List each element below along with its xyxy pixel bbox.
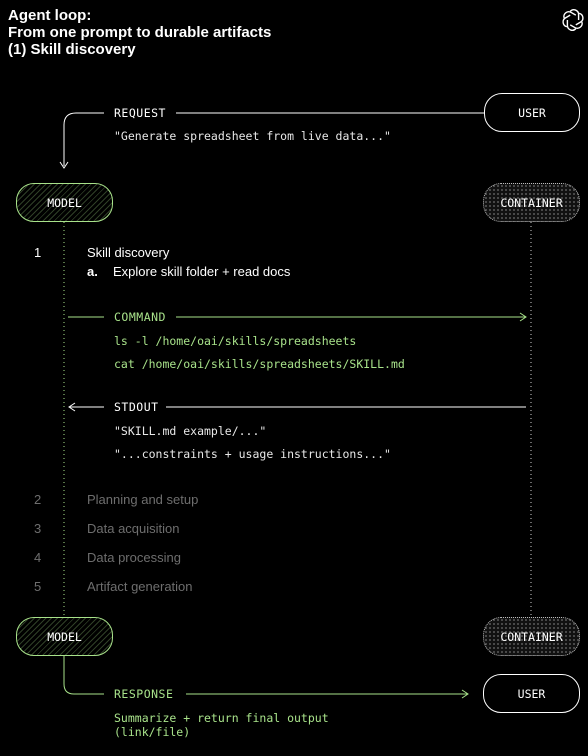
step-4-title: Data processing	[87, 550, 181, 565]
stdout-line-2: "...constraints + usage instructions..."	[114, 447, 391, 461]
openai-logo-icon	[562, 9, 584, 31]
model-node-top: MODEL	[16, 183, 113, 222]
response-connector	[63, 656, 104, 695]
stdout-arrow-head	[68, 402, 76, 412]
step-4-number: 4	[34, 550, 42, 565]
container-node-top-label: CONTAINER	[500, 195, 563, 210]
command-line-2: cat /home/oai/skills/spreadsheets/SKILL.…	[114, 357, 405, 371]
stdout-label: STDOUT	[114, 400, 159, 414]
step-2-title: Planning and setup	[87, 492, 199, 507]
user-node-top: USER	[484, 93, 580, 132]
command-label: COMMAND	[114, 310, 166, 324]
container-node-top: CONTAINER	[483, 183, 580, 222]
container-node-bottom: CONTAINER	[483, 617, 580, 656]
step-5-title: Artifact generation	[87, 579, 193, 594]
user-node-top-label: USER	[518, 105, 546, 120]
request-connector	[63, 112, 104, 166]
container-node-bottom-label: CONTAINER	[500, 629, 563, 644]
step-5-number: 5	[34, 579, 42, 594]
step-1a-text: Explore skill folder + read docs	[113, 264, 291, 279]
command-line-1: ls -l /home/oai/skills/spreadsheets	[114, 334, 357, 348]
step-2-number: 2	[34, 492, 42, 507]
step-1-title: Skill discovery	[87, 245, 170, 260]
title-line-1: Agent loop:	[8, 7, 92, 24]
request-text: "Generate spreadsheet from live data..."	[114, 129, 391, 143]
response-arrow-head	[461, 689, 469, 699]
step-3-number: 3	[34, 521, 42, 536]
diagram-title: Agent loop: From one prompt to durable a…	[8, 7, 271, 58]
title-line-3: (1) Skill discovery	[8, 41, 136, 58]
request-arrow-head	[59, 161, 69, 169]
command-arrow-head	[519, 312, 527, 322]
model-node-bottom: MODEL	[16, 617, 113, 656]
model-node-top-label: MODEL	[47, 195, 82, 210]
response-text-line-2: (link/file)	[114, 725, 191, 739]
title-line-2: From one prompt to durable artifacts	[8, 24, 272, 41]
model-node-bottom-label: MODEL	[47, 629, 82, 644]
stdout-line-1: "SKILL.md example/..."	[114, 424, 267, 438]
step-1a-letter: a.	[87, 264, 98, 279]
response-label: RESPONSE	[114, 687, 174, 701]
response-text-line-1: Summarize + return final output	[114, 711, 329, 725]
step-3-title: Data acquisition	[87, 521, 180, 536]
step-1-number: 1	[34, 245, 42, 260]
request-label: REQUEST	[114, 106, 166, 120]
user-node-bottom-label: USER	[517, 686, 546, 701]
user-node-bottom: USER	[483, 674, 580, 713]
